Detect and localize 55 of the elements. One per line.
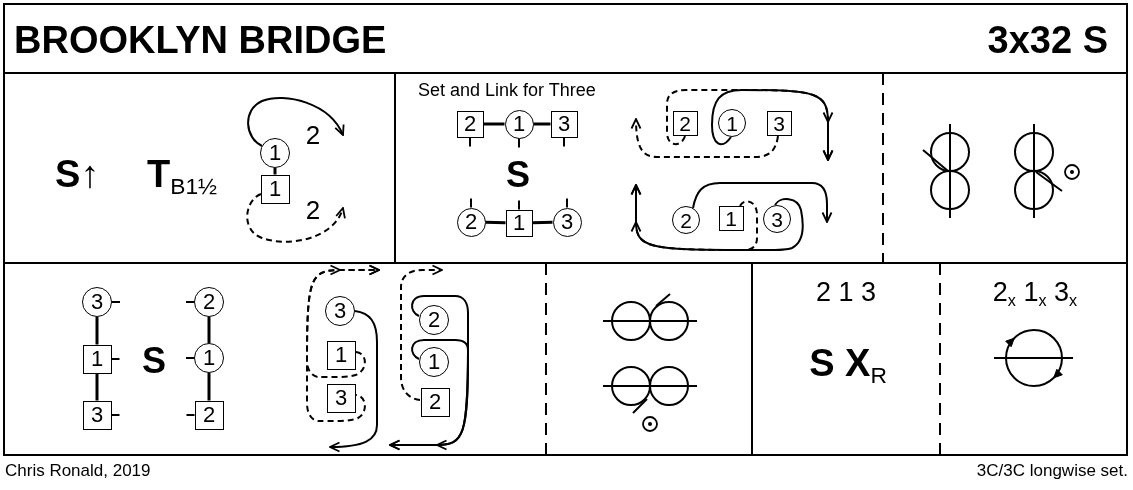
- position-order: 2$_{x}$ 1$_{x}$ 3$_{x}$: [992, 279, 1078, 306]
- dancer-square: 2: [194, 400, 224, 430]
- figure-symbol: S↑: [55, 155, 100, 193]
- figure-name: Set and Link for Three: [418, 81, 596, 99]
- dancer-track: [246, 193, 345, 243]
- hand-link: [95, 317, 99, 345]
- hand-link: [207, 317, 211, 343]
- hand-link: [207, 373, 211, 401]
- figure-symbol: S X$_{R}$: [809, 344, 887, 382]
- position-order: 2 1 3: [815, 279, 877, 306]
- set-description: 3C/3C longwise set.: [976, 462, 1128, 479]
- dancer-square: 1: [505, 209, 533, 237]
- dancer-square: 2: [456, 110, 484, 138]
- place-number: 2: [305, 197, 321, 223]
- dancer-circle: 2: [672, 206, 700, 234]
- dancer-track: [400, 264, 443, 401]
- hand-link: [533, 122, 551, 126]
- author-credit: Chris Ronald, 2019: [5, 462, 151, 479]
- hand-link: [95, 373, 99, 401]
- dancer-square: 1: [718, 205, 744, 231]
- figure-symbol: T$_{B1½}$: [147, 155, 218, 193]
- dancer-track: [247, 97, 344, 147]
- figure-symbol: S: [142, 343, 166, 379]
- hand-link: [532, 220, 553, 225]
- dancer-circle: 3: [325, 296, 355, 326]
- dancer-square: 3: [766, 110, 792, 136]
- figure-symbol: S: [506, 157, 530, 193]
- dancer-square: 1: [260, 174, 290, 204]
- dancer-circle: 1: [260, 138, 290, 168]
- dancer-square: 2: [672, 110, 698, 136]
- dancer-circle: 1: [419, 347, 449, 377]
- dancer-square: 3: [550, 110, 578, 138]
- hand-link: [483, 122, 505, 126]
- dancer-circle: 1: [194, 343, 224, 373]
- dancer-circle: 1: [504, 109, 534, 139]
- hand-link: [273, 168, 277, 175]
- hand-link: [485, 220, 506, 225]
- dancer-track: [630, 118, 779, 158]
- dancer-track: [329, 310, 378, 453]
- dancer-track: [692, 182, 833, 223]
- dancer-circle: 3: [552, 207, 582, 237]
- dancer-square: 2: [420, 387, 450, 417]
- dancer-square: 1: [326, 340, 356, 370]
- dancer-square: 1: [82, 344, 112, 374]
- dancer-circle: 3: [82, 287, 112, 317]
- dancer-circle: 2: [194, 287, 224, 317]
- dance-format: 3x32 S: [987, 21, 1108, 59]
- dancer-circle: 1: [718, 109, 746, 137]
- dancer-square: 3: [326, 383, 356, 413]
- dancer-square: 3: [82, 400, 112, 430]
- dance-title: BROOKLYN BRIDGE: [14, 21, 387, 59]
- dancer-circle: 2: [419, 305, 449, 335]
- dancer-circle: 3: [763, 205, 791, 233]
- place-number: 2: [305, 122, 321, 148]
- dancer-circle: 2: [456, 207, 486, 237]
